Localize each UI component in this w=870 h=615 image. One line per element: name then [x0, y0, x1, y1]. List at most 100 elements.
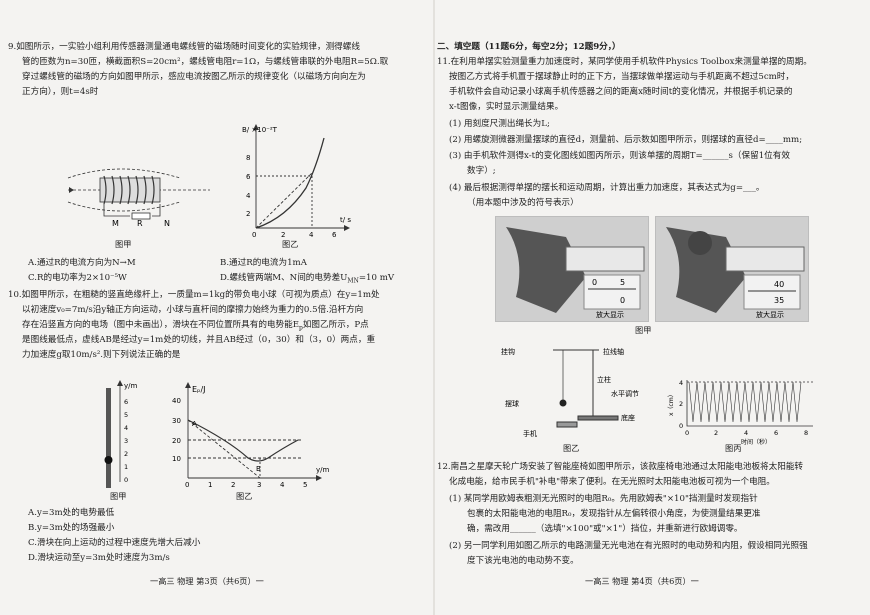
bt-xlabel: t/ s — [340, 216, 351, 224]
mark-5: 5 — [620, 278, 625, 287]
q10-line: 以初速度v₀=7m/s沿y轴正方向运动，小球与直杆间的摩擦力始终为重力的0.5倍… — [22, 305, 364, 315]
q9-figure-b-caption: 图乙 — [282, 239, 299, 249]
mark-40: 40 — [774, 280, 784, 289]
xt-xtick: 6 — [774, 429, 778, 437]
q11-line: 手机软件会自动记录小球离手机传感器之间的距离x随时间t的变化情况，并根据手机记录… — [449, 87, 793, 97]
label-pillar: 立柱 — [597, 375, 611, 384]
q9-line: 正方向），则t=4s时 — [22, 87, 99, 97]
q12-step-1: (1) 某同学用欧姆表粗测无光照时的电阻R₀。先用欧姆表"×10"挡测量时发现指… — [449, 494, 758, 504]
label-ball: 摆球 — [505, 399, 519, 408]
q9-figure-a-caption: 图甲 — [115, 239, 132, 249]
solenoid-label-r: R — [137, 219, 143, 228]
ep-xtick: 4 — [280, 481, 285, 489]
right-page: 二、填空题（11题6分，每空2分；12题9分，） 11.在利用单摆实验测量重力加… — [435, 0, 870, 615]
rod-tick: 5 — [124, 411, 128, 419]
mark-0: 0 — [592, 278, 597, 287]
q10-option-c: C.滑块在向上运动的过程中速度先增大后减小 — [28, 538, 201, 548]
xt-xtick: 2 — [714, 429, 718, 437]
q11-step-3-cont: 数字）; — [467, 166, 496, 176]
left-page-footer: 一高三 物理 第3页（共6页）一 — [150, 576, 264, 586]
ep-point-a: A — [192, 420, 197, 428]
ep-xtick: 1 — [208, 481, 212, 489]
q11-figure-a-caption: 图甲 — [635, 325, 652, 335]
q10-line: 是图线最低点，虚线AB是经过y=1m处的切线，并且AB经过（0，30）和（3，0… — [22, 335, 376, 345]
q11-xt-graph: x（cm） 4 2 0 0 2 4 6 8 时间（秒） — [668, 379, 813, 446]
q10-option-b: B.y=3m处的场强最小 — [28, 523, 115, 533]
q11-line: 11.在利用单摆实验测量重力加速度时，某同学使用手机软件Physics Tool… — [437, 57, 812, 67]
q10-line: 存在沿竖直方向的电场（图中未画出），滑块在不同位置所具有的电势能Ep如图乙所示，… — [22, 320, 369, 332]
q12-step-1-cont: 确，需改用______（选填"×100"或"×1"）挡位，并重新进行欧姆调零。 — [467, 524, 743, 534]
xt-ylabel: x（cm） — [668, 391, 675, 416]
q9-option-a: A.通过R的电流方向为N→M — [28, 258, 136, 268]
q9-solenoid-figure: M R N — [67, 168, 210, 228]
ep-ytick: 30 — [172, 417, 181, 425]
xt-xlabel: 时间（秒） — [741, 438, 771, 446]
q11-line: 按图乙方式将手机置于摆球静止时的正下方，当摆球做单摆运动与手机距离不超过5cm时… — [449, 72, 794, 82]
label-level: 水平调节 — [611, 389, 639, 398]
q12-step-1-cont: 包裹的太阳能电池的电阻R₀，发现指针从左偏转很小角度，为使测量结果更准 — [467, 509, 761, 519]
q9-option-d: D.螺线管两端M、N间的电势差UMN=10 mV — [220, 273, 395, 285]
ep-xtick: 3 — [257, 481, 261, 489]
bt-xtick: 2 — [281, 231, 285, 239]
micrometer-photo-after: 40 35 放大显示 — [655, 216, 809, 322]
q11-line: x-t图像，实时显示测量结果。 — [449, 102, 564, 112]
q10-ep-graph: Eₚ/J 40 30 20 10 0 1 2 3 4 5 y/m A B — [172, 382, 330, 489]
q12-step-2: (2) 另一同学利用如图乙所示的电路测量无光电池在有光照时的电动势和内阻，假设相… — [449, 541, 808, 551]
bt-ytick: 2 — [246, 210, 250, 218]
ep-xtick: 5 — [303, 481, 307, 489]
solenoid-label-m: M — [112, 219, 119, 228]
q10-rod-figure: y/m 6 5 4 3 2 1 0 — [104, 380, 138, 488]
bt-ytick: 4 — [246, 192, 251, 200]
zoom-label: 放大显示 — [756, 310, 784, 319]
xt-ytick: 4 — [679, 379, 683, 387]
left-page: 9.如图所示，一实验小组利用传感器测量通电螺线管的磁场随时间变化的实验规律，测得… — [8, 42, 395, 586]
q11-step-4-cont: （用本题中涉及的符号表示） — [467, 198, 579, 208]
zoom-label: 放大显示 — [596, 310, 624, 319]
q10-line: 力加速度g取10m/s².则下列说法正确的是 — [22, 350, 181, 360]
xt-ytick: 2 — [679, 400, 683, 408]
rod-tick: 2 — [124, 450, 128, 458]
q12-line: 化成电能，给市民手机"补电"带来了便利。在无光照时太阳能电池板可视为一个电阻。 — [449, 477, 775, 487]
rod-tick: 6 — [124, 398, 128, 406]
label-hook: 挂钩 — [501, 347, 515, 356]
rod-tick: 4 — [124, 424, 128, 432]
q11-step-4: (4) 最后根据测得单摆的摆长和运动周期，计算出重力加速度，其表达式为g=___… — [449, 183, 765, 193]
ep-xtick: 0 — [185, 481, 189, 489]
bt-ytick: 8 — [246, 154, 250, 162]
q10-option-a: A.y=3m处的电势最低 — [28, 508, 115, 518]
q11-step-2: (2) 用螺旋测微器测量摆球的直径d，测量前、后示数如图甲所示，则摆球的直径d=… — [449, 135, 803, 145]
q9-line: 穿过螺线管的磁场的方向如图甲所示，感应电流按图乙所示的规律变化（以磁场方向向左为 — [22, 72, 366, 82]
ep-xtick: 2 — [231, 481, 235, 489]
q9-option-c: C.R的电功率为2×10⁻⁵W — [28, 273, 127, 283]
xt-xtick: 8 — [804, 429, 808, 437]
page-gutter — [433, 0, 435, 615]
ep-ylabel: Eₚ/J — [192, 385, 206, 394]
ep-ytick: 10 — [172, 455, 181, 463]
bt-ytick: 6 — [246, 173, 251, 181]
rod-tick: 0 — [124, 476, 128, 484]
label-base: 底座 — [621, 413, 635, 422]
mark-35: 35 — [774, 296, 784, 305]
q10-line: 10.如图甲所示，在粗糙的竖直绝缘杆上，一质量m=1kg的带负电小球（可视为质点… — [8, 290, 380, 300]
q11-step-3: (3) 由手机软件测得x-t的变化图线如图丙所示，则该单摆的周期T=______… — [449, 151, 790, 161]
q10-figure-a-caption: 图甲 — [110, 491, 127, 501]
q9-bt-graph: B/ ×10⁻²T 2 4 6 8 0 2 4 6 t/ s — [242, 124, 351, 239]
right-page-footer: 一高三 物理 第4页（共6页）一 — [585, 576, 699, 586]
xt-xtick: 0 — [685, 429, 689, 437]
ep-xlabel: y/m — [316, 466, 330, 474]
q10-figure-b-caption: 图乙 — [236, 491, 253, 501]
bt-xtick: 6 — [332, 231, 337, 239]
rod-ylabel: y/m — [124, 382, 138, 390]
section-heading: 二、填空题（11题6分，每空2分；12题9分，） — [437, 42, 621, 52]
q9-option-b: B.通过R的电流为1mA — [220, 258, 307, 268]
q11-step-1: (1) 用刻度尺测出绳长为L; — [449, 119, 550, 129]
bt-xtick: 0 — [252, 231, 256, 239]
solenoid-label-n: N — [164, 219, 170, 228]
bt-xtick: 4 — [309, 231, 314, 239]
q9-line: 9.如图所示，一实验小组利用传感器测量通电螺线管的磁场随时间变化的实验规律，测得… — [8, 42, 360, 52]
q11-figure-b-caption: 图乙 — [563, 443, 580, 453]
q11-pendulum-figure: 挂钩 拉线轴 立柱 水平调节 摆球 底座 手机 — [501, 347, 639, 438]
ep-point-b: B — [256, 465, 261, 473]
rod-tick: 3 — [124, 437, 128, 445]
ep-ytick: 40 — [172, 397, 181, 405]
